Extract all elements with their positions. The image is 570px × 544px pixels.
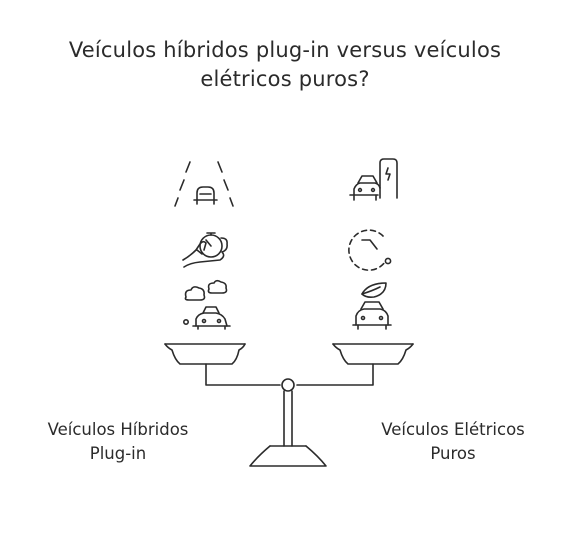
diagram-title: Veículos híbridos plug-in versus veículo… [0,36,570,94]
left-scale-pan [164,343,246,365]
car-clouds-icon [183,279,231,330]
clock-icon [348,229,392,271]
hand-stopwatch-icon [182,232,228,268]
scale-pivot [281,378,295,447]
scale-base [249,445,327,467]
label-pure-electric: Veículos Elétricos Puros [358,418,548,466]
label-right-line-1: Veículos Elétricos [381,420,525,439]
label-plug-in-hybrid: Veículos Híbridos Plug-in [23,418,213,466]
road-car-icon [174,161,234,207]
title-line-1: Veículos híbridos plug-in versus veículo… [68,38,502,62]
car-charger-icon [349,158,398,201]
car-leaf-icon [352,282,392,330]
scale-beam [205,363,374,386]
label-left-line-1: Veículos Híbridos [47,420,189,439]
label-right-line-2: Puros [430,444,476,463]
title-line-2: elétricos puros? [200,67,370,91]
right-scale-pan [332,343,414,365]
label-left-line-2: Plug-in [89,444,147,463]
